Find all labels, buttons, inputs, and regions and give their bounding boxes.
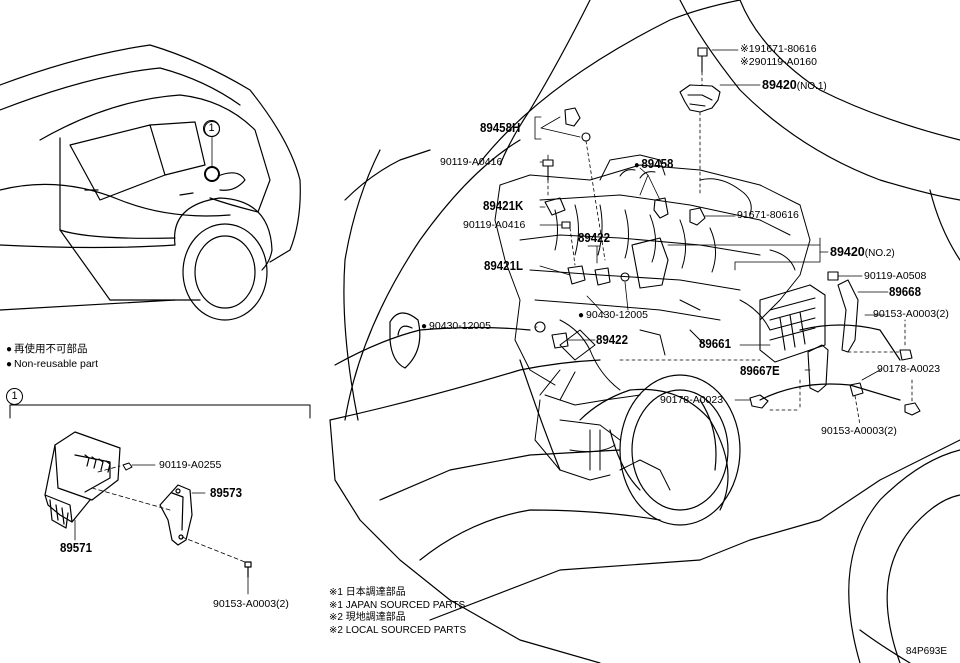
sourcing-notes: ※1 日本調達部品 ※1 JAPAN SOURCED PARTS ※2 現地調達… <box>329 587 466 637</box>
engine-assembly-illustration <box>494 154 811 491</box>
note-line: ※2 現地調達部品 <box>329 612 406 623</box>
part-label-89661[interactable]: 89661 <box>699 337 731 351</box>
leader-lines <box>534 49 913 426</box>
part-label-p24[interactable]: 90119-A0255 <box>159 459 222 471</box>
section-1-marker[interactable]: 1 <box>203 120 220 137</box>
part-label-89458[interactable]: 89458 <box>634 157 673 173</box>
part-label-p16[interactable]: 90153-A0003(2) <box>873 308 949 320</box>
part-label-89458H[interactable]: 89458H <box>480 121 521 135</box>
part-label-p21[interactable]: 90178-A0023 <box>877 363 941 375</box>
note-line: ※1 日本調達部品 <box>329 587 406 598</box>
diagram-reference-id: 84P693E <box>905 646 947 657</box>
part-label-p1[interactable]: ※191671-80616 <box>740 43 817 55</box>
vehicle-overview-illustration <box>0 44 301 321</box>
part-label-89571[interactable]: 89571 <box>60 541 92 555</box>
part-shapes <box>534 47 921 416</box>
part-label-89421K[interactable]: 89421K <box>483 199 524 213</box>
part-label-89420-no1[interactable]: 89420(NO.1) <box>762 78 827 93</box>
part-suffix: (NO.1) <box>796 81 827 92</box>
part-label-p13[interactable]: 90119-A0508 <box>864 270 927 282</box>
legend-line-1: 再使用不可部品 <box>6 343 88 356</box>
detail-1-module-illustration <box>44 431 252 595</box>
part-label-p27[interactable]: 90153-A0003(2) <box>213 598 289 610</box>
part-suffix: (NO.2) <box>864 248 895 259</box>
part-label-p9[interactable]: 90119-A0416 <box>463 219 526 231</box>
part-label-89422-lower[interactable]: 89422 <box>596 333 628 347</box>
legend-line-2: Non-reusable part <box>6 358 98 371</box>
note-line: ※2 LOCAL SOURCED PARTS <box>329 624 467 636</box>
part-label-89667E[interactable]: 89667E <box>740 364 780 378</box>
note-line: ※1 JAPAN SOURCED PARTS <box>329 599 466 611</box>
part-label-p23[interactable]: 90153-A0003(2) <box>821 425 897 437</box>
part-number: 89420 <box>762 78 797 92</box>
part-label-89422-upper[interactable]: 89422 <box>578 231 610 245</box>
part-label-p2[interactable]: ※290119-A0160 <box>740 56 817 68</box>
detail-1-marker: 1 <box>6 388 23 405</box>
part-number: 89420 <box>830 245 865 259</box>
part-label-p8[interactable]: 91671-80616 <box>737 209 799 221</box>
part-label-p17[interactable]: 90430-12005 <box>421 320 491 333</box>
part-label-p22[interactable]: 90178-A0023 <box>660 394 724 406</box>
part-label-89668[interactable]: 89668 <box>889 285 921 299</box>
part-label-p5[interactable]: 90119-A0416 <box>440 156 503 168</box>
vehicle-front-body-illustration <box>329 0 960 663</box>
part-label-89420-no2[interactable]: 89420(NO.2) <box>830 245 895 260</box>
part-label-p15[interactable]: 90430-12005 <box>578 309 648 322</box>
part-label-89421L[interactable]: 89421L <box>484 259 524 273</box>
part-label-89573[interactable]: 89573 <box>210 486 242 500</box>
